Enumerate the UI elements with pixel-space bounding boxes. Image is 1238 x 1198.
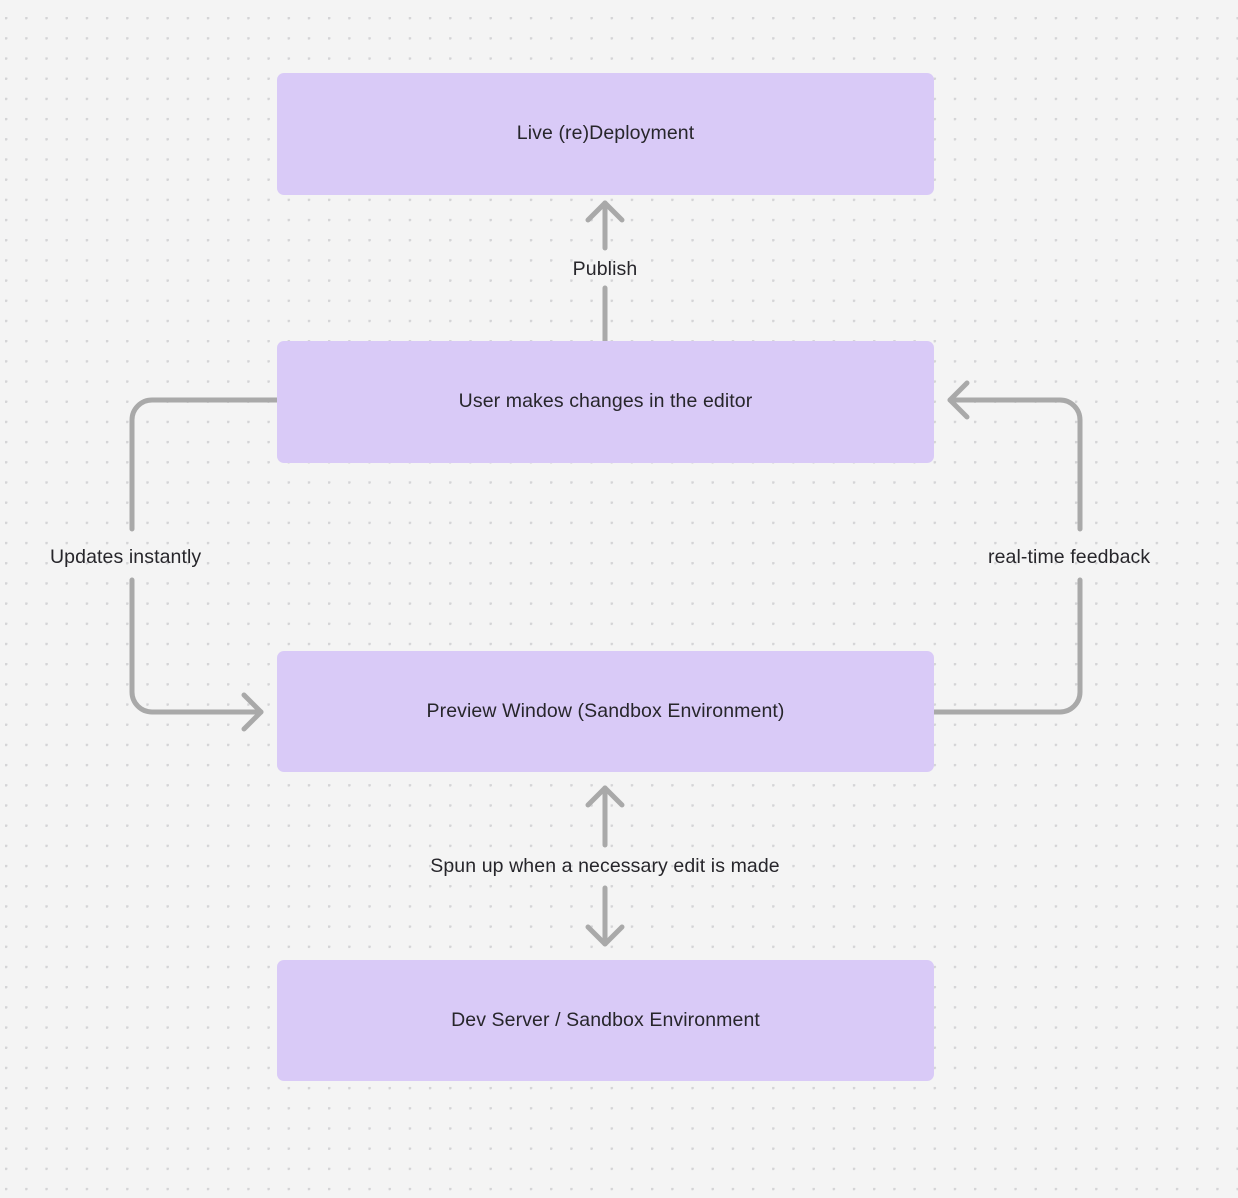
node-preview-window-sandbox-environment[interactable]: Preview Window (Sandbox Environment) xyxy=(277,651,934,772)
edge-label-real-time-feedback: real-time feedback xyxy=(988,546,1151,568)
node-live-redeployment[interactable]: Live (re)Deployment xyxy=(277,73,934,195)
node-user-makes-changes-in-the-editor[interactable]: User makes changes in the editor xyxy=(277,341,934,463)
node-dev-server-sandbox-environment[interactable]: Dev Server / Sandbox Environment xyxy=(277,960,934,1081)
edge-label-spun-up-when-a-necessary-edit-is-made: Spun up when a necessary edit is made xyxy=(430,855,780,877)
edge-label-publish: Publish xyxy=(572,258,638,280)
edge-label-updates-instantly: Updates instantly xyxy=(50,546,202,568)
